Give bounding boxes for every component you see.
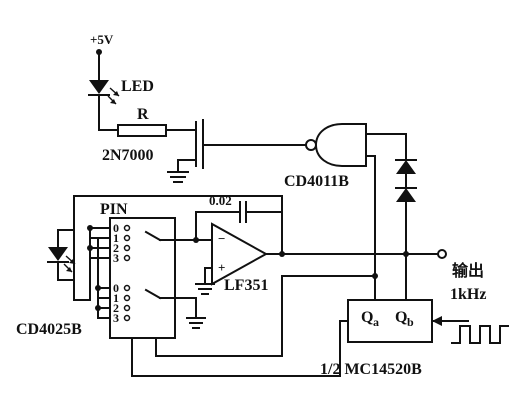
capacitor-label: 0.02 xyxy=(209,193,232,208)
output-annotation: 输出 1kHz xyxy=(450,261,509,344)
led-symbol xyxy=(89,80,109,94)
diode-2 xyxy=(396,188,416,202)
led-label: LED xyxy=(121,78,154,95)
counter-qa-sub: a xyxy=(373,315,379,329)
mux-pin-3b: 3 xyxy=(113,311,119,325)
counter-qb-sub: b xyxy=(407,315,414,329)
mosfet-2n7000: 2N7000 xyxy=(102,119,307,183)
mux-cd4025b: 0 1 2 3 0 1 2 3 CD4025B xyxy=(16,217,176,377)
mosfet-label: 2N7000 xyxy=(102,147,154,164)
pin-label: PIN xyxy=(100,201,128,218)
svg-text:−: − xyxy=(218,231,225,246)
resistor-label: R xyxy=(137,106,149,123)
counter-qb: Q xyxy=(395,309,407,326)
square-wave-icon xyxy=(451,325,509,344)
opamp-label: LF351 xyxy=(224,277,268,294)
output-label: 输出 xyxy=(452,261,484,280)
frequency-label: 1kHz xyxy=(450,286,486,303)
mux-pin-1b: 1 xyxy=(113,291,119,305)
mux-pin-0a: 0 xyxy=(113,221,119,235)
nand-gate-cd4011b: CD4011B xyxy=(284,123,407,301)
opamp-symbol xyxy=(211,222,269,286)
resistor-r xyxy=(117,124,167,137)
counter-label: 1/2 MC14520B xyxy=(320,361,422,378)
pin-photodiode: PIN xyxy=(47,195,283,301)
counter-mc14520b: Q a Q b 1/2 MC14520B xyxy=(131,251,469,378)
mux-box xyxy=(109,217,176,339)
mux-pin-3a: 3 xyxy=(113,251,119,265)
mux-pin-1a: 1 xyxy=(113,231,119,245)
counter-qa: Q xyxy=(361,309,373,326)
diode-1 xyxy=(396,160,416,174)
mux-pin-2b: 2 xyxy=(113,301,119,315)
supply-and-led: +5V LED R xyxy=(88,32,197,137)
mux-pin-2a: 2 xyxy=(113,241,119,255)
opamp-lf351: − + LF351 0.02 xyxy=(174,193,447,329)
mux-label: CD4025B xyxy=(16,321,82,338)
mux-pin-0b: 0 xyxy=(113,281,119,295)
nand-label: CD4011B xyxy=(284,173,349,190)
svg-text:+: + xyxy=(218,260,225,275)
vcc-label: +5V xyxy=(90,32,114,47)
output-terminal xyxy=(437,249,447,259)
diode-pair xyxy=(395,159,417,301)
